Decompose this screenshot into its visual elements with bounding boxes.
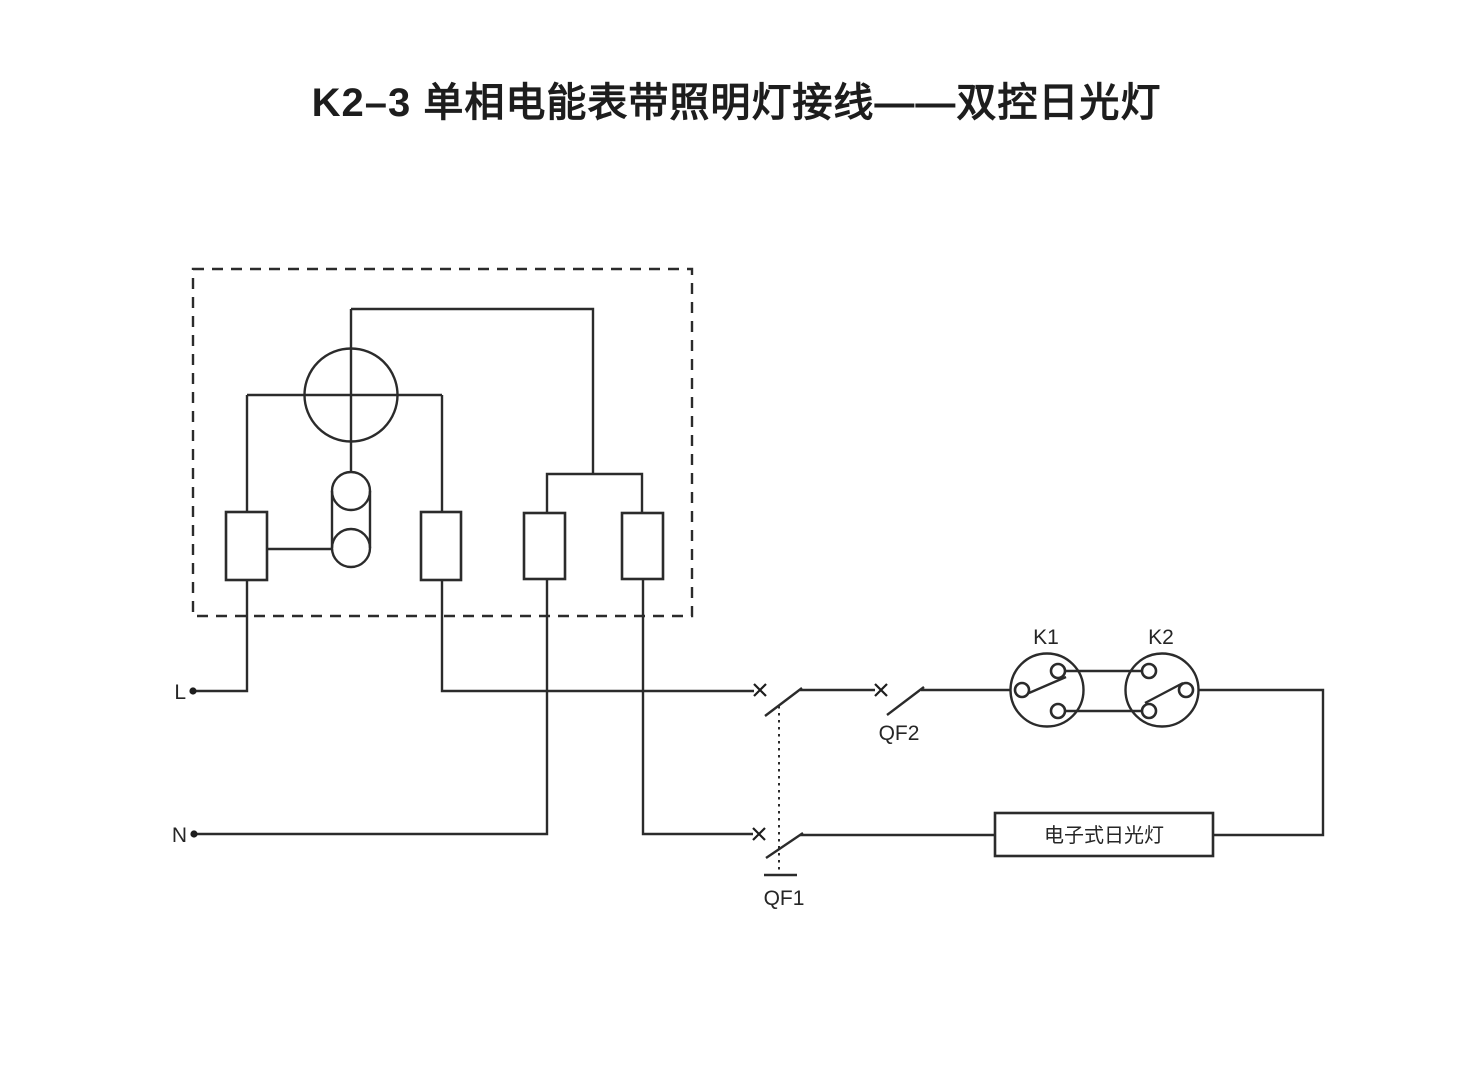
qf1-contact-cross-upper <box>753 683 767 697</box>
qf1-blade-upper <box>764 687 803 717</box>
wire-neutral-in <box>194 579 549 836</box>
wire-terminal34-bridge <box>545 472 644 513</box>
qf1-contact-cross-lower <box>752 827 766 841</box>
live-terminal-dot <box>189 687 197 695</box>
breaker-qf2: QF2 <box>874 683 925 745</box>
qf1-blade-lower <box>765 832 804 859</box>
coil-turn-bottom <box>330 527 372 569</box>
terminal-4 <box>620 511 665 581</box>
wire-meter-top-loop <box>351 307 595 474</box>
k1-upper-contact <box>1049 662 1067 680</box>
terminal-2 <box>419 510 463 582</box>
wire-live-in <box>193 580 249 693</box>
k2-upper-contact <box>1140 662 1158 680</box>
energy-meter <box>191 267 694 618</box>
qf2-contact-cross <box>874 683 888 697</box>
meter-disc <box>303 347 399 443</box>
live-label: L <box>174 681 186 704</box>
wire-k2-to-lamp <box>1198 688 1325 837</box>
coil-turn-top <box>330 470 372 512</box>
k2-blade <box>1144 681 1184 705</box>
switch-k2: K2 <box>1124 626 1200 728</box>
k1-lower-contact <box>1049 702 1067 720</box>
meter-boundary <box>191 267 694 618</box>
k1-label: K1 <box>1033 626 1059 649</box>
supply-terminals: L N <box>172 579 549 847</box>
k2-lower-contact <box>1140 702 1158 720</box>
k1-blade <box>1028 675 1067 695</box>
qf2-blade <box>886 686 925 716</box>
k2-label: K2 <box>1148 626 1174 649</box>
k1-body <box>1009 652 1085 728</box>
switch-k1: K1 <box>1009 626 1085 728</box>
neutral-terminal-dot <box>190 830 198 838</box>
neutral-label: N <box>172 824 187 847</box>
voltage-coil <box>330 470 372 569</box>
fluorescent-lamp: 电子式日光灯 <box>993 811 1215 858</box>
page-title: K2–3 单相电能表带照明灯接线——双控日光灯 <box>311 81 1162 125</box>
terminal-3 <box>522 511 567 581</box>
lamp-label: 电子式日光灯 <box>1044 824 1164 847</box>
lamp-box <box>993 811 1215 858</box>
breaker-qf1: QF1 <box>752 683 805 910</box>
wire-load-out <box>641 579 753 836</box>
qf2-label: QF2 <box>879 722 920 745</box>
qf1-label: QF1 <box>764 887 805 910</box>
wire-live-out <box>440 580 754 693</box>
k1-common-contact <box>1013 681 1031 699</box>
k2-common-contact <box>1177 681 1195 699</box>
terminal-1 <box>224 510 269 582</box>
